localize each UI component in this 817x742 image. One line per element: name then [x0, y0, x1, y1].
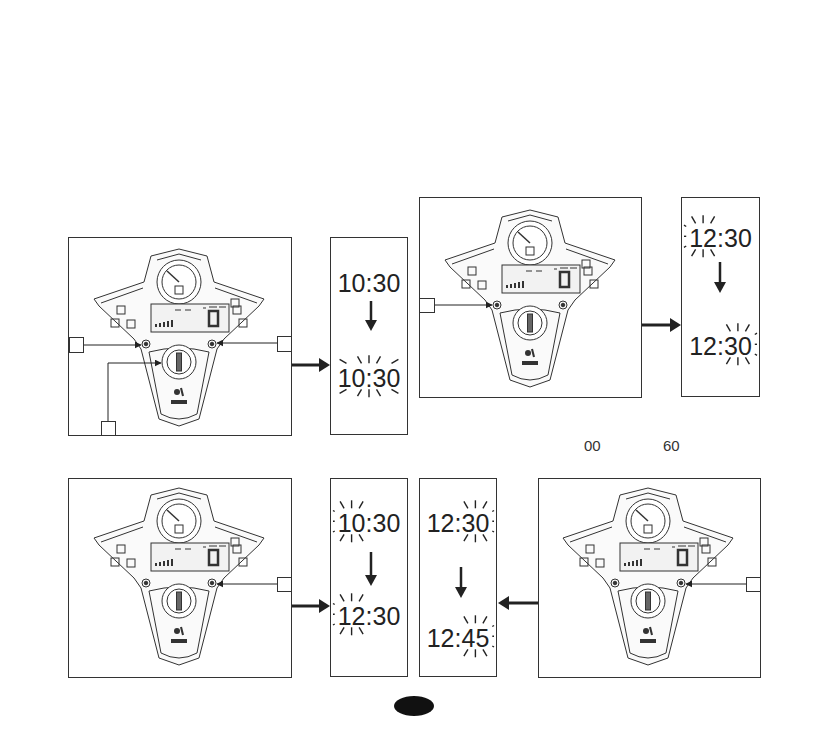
blink-ray — [684, 246, 686, 247]
blink-ray — [464, 616, 468, 623]
range-value: 60 — [663, 438, 680, 453]
blink-ray — [492, 511, 494, 512]
blink-ray — [333, 624, 335, 625]
blink-ray — [492, 636, 494, 637]
range-value: 00 — [584, 438, 601, 453]
blink-ray — [755, 354, 757, 355]
blink-ray — [340, 359, 347, 363]
clock-reading: 10:30 — [331, 366, 407, 391]
display-panel: 12:30 12:45 — [419, 478, 497, 677]
blink-ray — [340, 501, 344, 508]
clock-reading: 12:45 — [420, 626, 496, 651]
blink-ray — [755, 344, 757, 345]
blink-ray — [333, 604, 335, 605]
blink-ray — [737, 323, 738, 331]
clock-reading: 10:30 — [331, 511, 407, 536]
display-panel: 10:30 12:30 — [330, 478, 408, 677]
clock-reading: 12:30 — [420, 511, 496, 536]
blink-ray — [351, 593, 352, 601]
blink-ray — [684, 225, 686, 226]
clock-reading: 12:30 — [682, 334, 759, 359]
blink-ray — [351, 500, 352, 508]
blink-ray — [726, 324, 730, 331]
blink-ray — [333, 521, 335, 522]
blink-ray — [333, 511, 335, 512]
blink-ray — [483, 616, 487, 623]
blink-ray — [492, 646, 494, 647]
blink-ray — [684, 236, 686, 237]
blink-ray — [464, 501, 468, 508]
blink-ray — [377, 356, 381, 363]
blink-ray — [475, 615, 476, 623]
blink-ray — [358, 356, 362, 363]
clock-reading: 10:30 — [331, 271, 407, 296]
blink-ray — [745, 324, 749, 331]
blink-ray — [483, 501, 487, 508]
blink-ray — [333, 531, 335, 532]
blink-ray — [492, 626, 494, 627]
blink-ray — [333, 614, 335, 615]
blink-ray — [692, 216, 696, 223]
clock-reading: 12:30 — [682, 226, 759, 251]
blink-ray — [492, 521, 494, 522]
display-panel: 10:30 10:30 — [330, 237, 408, 435]
blink-ray — [368, 355, 369, 363]
blink-ray — [475, 500, 476, 508]
blink-ray — [755, 333, 757, 334]
clock-reading: 12:30 — [331, 604, 407, 629]
blink-ray — [359, 501, 363, 508]
blink-ray — [340, 594, 344, 601]
blink-ray — [392, 359, 399, 363]
blink-ray — [711, 216, 715, 223]
blink-ray — [359, 594, 363, 601]
display-panel: 12:30 12:30 — [681, 197, 760, 397]
blink-ray — [492, 531, 494, 532]
blink-ray — [702, 215, 703, 223]
